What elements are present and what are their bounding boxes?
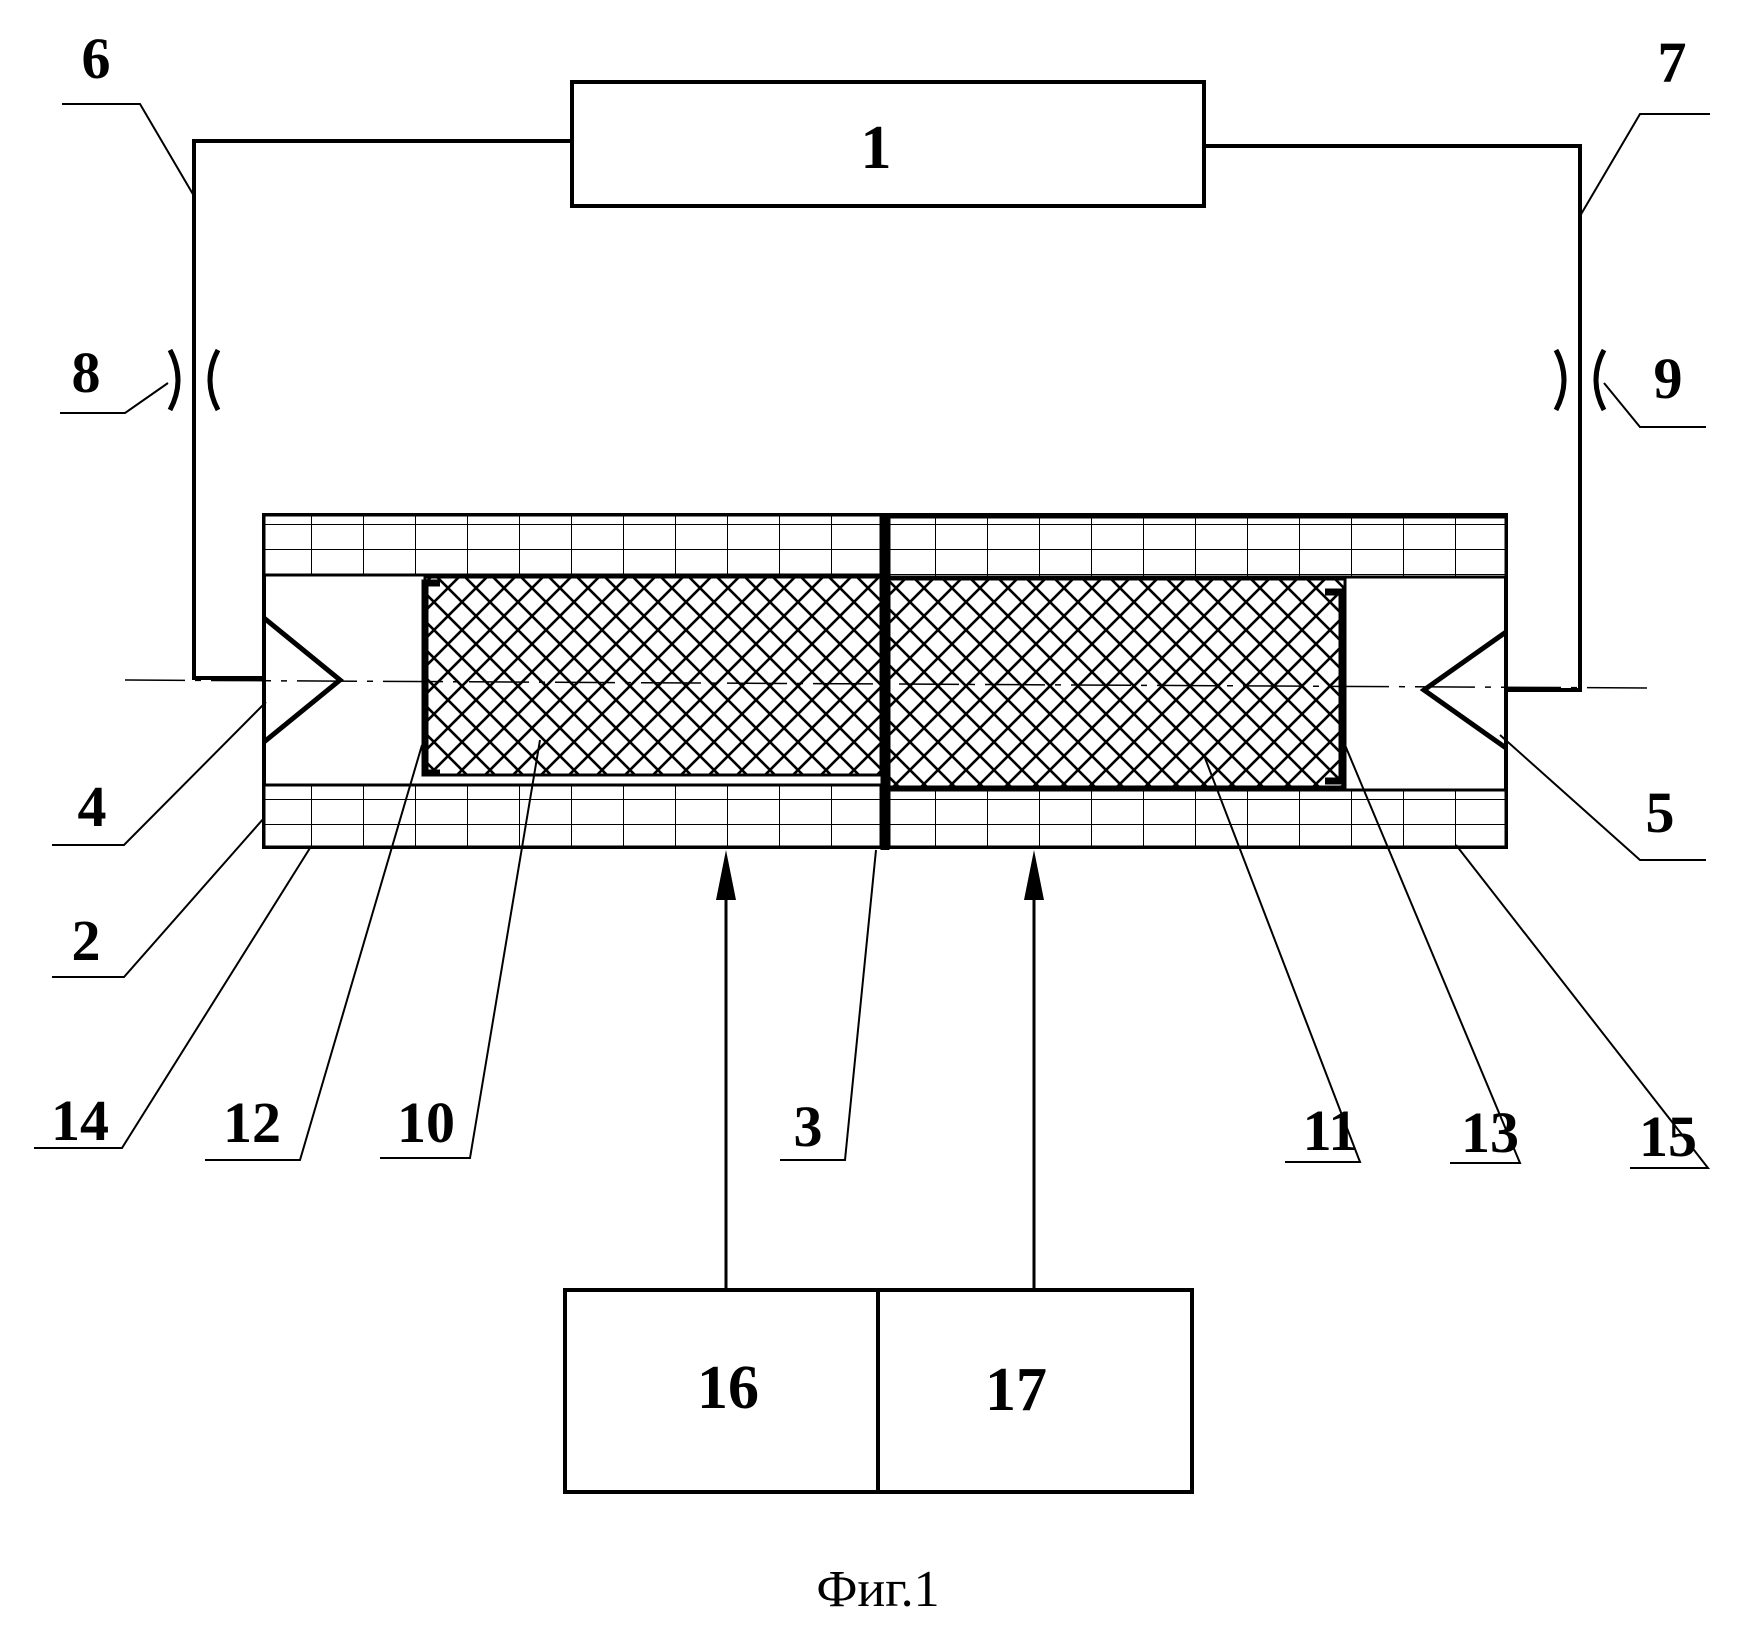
label-5: 5 bbox=[1646, 780, 1675, 845]
label-2: 2 bbox=[72, 908, 101, 973]
insulation-top-left bbox=[264, 515, 881, 575]
label-14: 14 bbox=[51, 1088, 109, 1153]
hydride-bed-11 bbox=[889, 579, 1345, 787]
label-8: 8 bbox=[72, 340, 101, 405]
arrow-17 bbox=[1024, 850, 1044, 1290]
figure-caption: Фиг.1 bbox=[816, 1561, 939, 1618]
label-11: 11 bbox=[1303, 1098, 1358, 1163]
label-17: 17 bbox=[985, 1356, 1047, 1424]
label-7: 7 bbox=[1658, 30, 1687, 95]
label-1: 1 bbox=[861, 114, 892, 182]
arrow-16 bbox=[716, 850, 736, 1290]
hydride-bed-10 bbox=[425, 577, 881, 775]
label-9: 9 bbox=[1654, 346, 1683, 411]
insulation-15 bbox=[889, 790, 1506, 847]
label-4: 4 bbox=[78, 774, 107, 839]
label-16: 16 bbox=[697, 1354, 759, 1422]
label-12: 12 bbox=[223, 1090, 281, 1155]
label-15: 15 bbox=[1639, 1104, 1697, 1169]
label-6: 6 bbox=[82, 26, 111, 91]
insulation-top-right bbox=[889, 517, 1506, 577]
label-3: 3 bbox=[794, 1094, 823, 1159]
label-10: 10 bbox=[397, 1090, 455, 1155]
label-13: 13 bbox=[1461, 1100, 1519, 1165]
insulation-14 bbox=[264, 785, 881, 847]
